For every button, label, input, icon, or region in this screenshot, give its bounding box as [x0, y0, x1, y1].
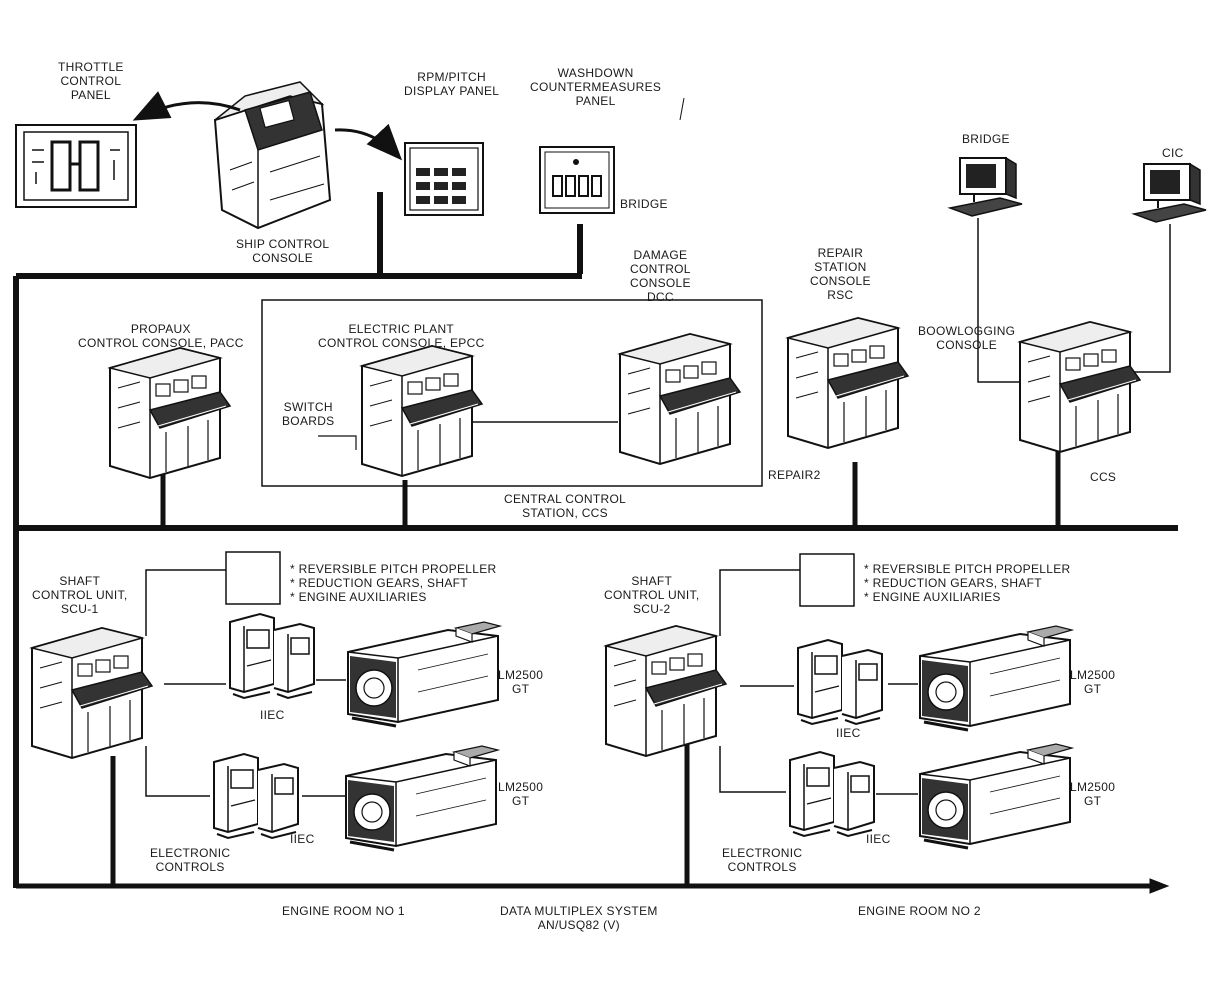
bullets-1-label: * REVERSIBLE PITCH PROPELLER* REDUCTION …	[290, 562, 496, 604]
engine-room-2-label: ENGINE ROOM NO 2	[858, 904, 981, 918]
repair2-label: REPAIR2	[768, 468, 821, 482]
lm2500-turbine-1a	[348, 622, 500, 726]
scu-2-console	[606, 626, 726, 756]
propaux-console	[110, 348, 230, 478]
iiec-2a-cabinet	[798, 640, 882, 724]
bridge-tag-label: BRIDGE	[620, 197, 668, 211]
bullets-2-label: * REVERSIBLE PITCH PROPELLER* REDUCTION …	[864, 562, 1070, 604]
scu-1-console	[32, 628, 152, 758]
damage-control-console	[620, 334, 740, 464]
throttle-control-panel	[16, 125, 136, 207]
washdown-countermeasures-panel	[540, 98, 684, 213]
cic-computer	[1134, 164, 1206, 222]
arrow-to-rpm	[335, 130, 398, 156]
bookkeeping-console	[1020, 322, 1140, 452]
lm2500-turbine-2a	[920, 626, 1072, 730]
epcc-console	[362, 346, 482, 476]
ship-control-console	[215, 82, 330, 228]
cic-label: CIC	[1162, 146, 1184, 160]
engine-room-1-label: ENGINE ROOM NO 1	[282, 904, 405, 918]
repair-station-console	[788, 318, 908, 448]
iiec-1a-label: IIEC	[260, 708, 285, 722]
lm2500-turbine-2b	[920, 744, 1072, 848]
iiec-2b-cabinet	[790, 752, 874, 836]
bridge-computer	[950, 158, 1022, 216]
iiec-2b-label: IIEC	[866, 832, 891, 846]
iiec-1a-cabinet	[230, 614, 314, 698]
iiec-1b-label: IIEC	[290, 832, 315, 846]
iiec-1b-cabinet	[214, 754, 298, 838]
lm2500-turbine-1b	[346, 746, 498, 850]
bridge-label: BRIDGE	[962, 132, 1010, 146]
iiec-2a-label: IIEC	[836, 726, 861, 740]
equipment-box-1	[226, 552, 280, 604]
ccs-tag-label: CCS	[1090, 470, 1116, 484]
equipment-box-2	[800, 554, 854, 606]
rpm-pitch-display-panel	[405, 143, 483, 215]
